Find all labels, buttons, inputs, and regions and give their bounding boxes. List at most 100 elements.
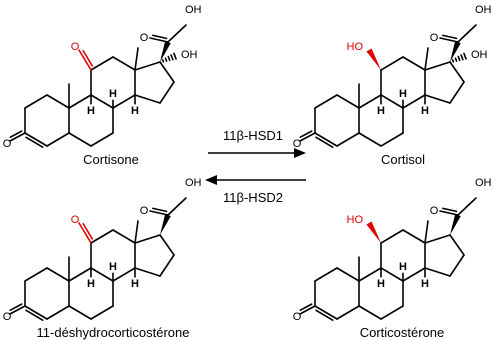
bond-B9-A10 <box>68 94 92 109</box>
bond-D16-D17 <box>449 61 465 83</box>
bond-C14-D15 <box>134 94 161 104</box>
atom-o17h: OH <box>181 49 198 61</box>
hydrogen-c9: H <box>377 278 385 290</box>
bond-c4-c5-double-second <box>25 309 44 321</box>
bond-D15-D16 <box>449 254 465 277</box>
bond-A4-A5 <box>46 132 70 147</box>
bond-c20-ketone <box>439 210 459 216</box>
atom-o20: O <box>140 32 149 44</box>
hydrogen-c8: H <box>109 88 117 100</box>
bond-D17-C13 <box>424 234 451 244</box>
bond-c20-ketone-second <box>442 207 458 213</box>
enzyme-label-reverse: 11β-HSD2 <box>223 190 283 205</box>
wedge-c11-oh <box>366 48 381 70</box>
bond-D15-D16 <box>159 81 175 104</box>
hash-c17-oh-3 <box>457 55 461 62</box>
hash-c17-oh-3 <box>167 55 171 62</box>
bond-D15-D16 <box>159 254 175 277</box>
bond-C11-C12 <box>380 56 404 71</box>
bond-c11-ketone-second <box>82 49 94 67</box>
bond-A4-A5 <box>336 132 360 147</box>
bond-c20-ketone <box>149 37 169 43</box>
bond-A5-B6 <box>68 305 92 320</box>
hydrogen-c9: H <box>87 278 95 290</box>
atom-o3: O <box>3 138 12 150</box>
bond-c4-c5-double-second <box>25 136 44 148</box>
bond-A10-A1 <box>336 94 360 109</box>
hash-c17-oh-5 <box>463 52 467 60</box>
bond-c3-ketone <box>9 132 26 142</box>
bond-C12-C13 <box>112 56 136 71</box>
bond-C20-C21 <box>167 24 187 43</box>
hash-c17-oh-1 <box>451 59 455 63</box>
bond-c11-ketone-second <box>82 222 94 240</box>
bond-D16-D17 <box>449 234 465 256</box>
bond-c3-ketone <box>299 132 316 142</box>
bond-B9-A10 <box>358 94 382 109</box>
hydrogen-c8: H <box>399 261 407 273</box>
bond-B8-B9 <box>380 94 404 109</box>
bond-C13-C18 <box>424 220 429 244</box>
hash-c17-oh-1 <box>161 59 165 63</box>
hydrogen-c8: H <box>399 88 407 100</box>
atom-o11h: HO <box>347 214 364 226</box>
bond-A1-A2 <box>24 267 48 282</box>
forward-reaction-arrow <box>208 148 306 158</box>
bond-A5-B6 <box>68 132 92 147</box>
bond-C12-C13 <box>402 56 426 71</box>
wedge-c17-c20 <box>160 213 171 235</box>
bond-B6-B7 <box>380 132 404 147</box>
bond-c3-ketone <box>9 305 26 315</box>
hydrogen-c14: H <box>131 105 139 117</box>
label-corticosterone: Corticostérone <box>360 325 445 340</box>
bond-A1-A2 <box>314 94 338 109</box>
bond-D17-C13 <box>134 61 161 71</box>
bond-B6-B7 <box>90 132 114 147</box>
bond-B6-B7 <box>380 305 404 320</box>
atom-o17h: OH <box>471 49 488 61</box>
bond-c4-c5-double <box>24 132 48 147</box>
atom-o21h: OH <box>185 4 202 16</box>
atom-o11: O <box>71 41 80 53</box>
bond-c4-c5-double-second <box>315 309 334 321</box>
bond-c20-ketone-second <box>152 207 168 213</box>
bond-C14-D15 <box>424 267 451 277</box>
bond-D17-C13 <box>134 234 161 244</box>
bond-A4-A5 <box>46 305 70 320</box>
hydrogen-c8: H <box>109 261 117 273</box>
bond-c4-c5-double <box>24 305 48 320</box>
bond-C14-B8 <box>112 94 136 109</box>
bond-A10-A1 <box>46 94 70 109</box>
label-11-deshydrocorticosterone: 11-déshydrocorticostérone <box>37 325 190 340</box>
bond-B8-B9 <box>90 94 114 109</box>
bond-c20-ketone <box>439 37 459 43</box>
bond-c20-ketone-second <box>152 34 168 40</box>
wedge-c17-c20 <box>450 213 461 235</box>
bond-A10-A1 <box>336 267 360 282</box>
bond-C14-B8 <box>112 267 136 282</box>
bond-c3-ketone-second <box>299 303 313 312</box>
bond-C20-C21 <box>457 197 477 216</box>
bond-C13-C18 <box>134 220 139 244</box>
bond-C11-C12 <box>90 56 114 71</box>
atom-o11h: HO <box>347 41 364 53</box>
atom-o20: O <box>140 205 149 217</box>
bond-C12-C13 <box>402 229 426 244</box>
bond-B9-A10 <box>68 267 92 282</box>
bond-c4-c5-double <box>314 305 338 320</box>
bond-D16-D17 <box>159 61 175 83</box>
bond-A1-A2 <box>314 267 338 282</box>
bond-c3-ketone-second <box>9 303 23 312</box>
bond-C14-D15 <box>134 267 161 277</box>
bond-D17-C13 <box>424 61 451 71</box>
label-cortisol: Cortisol <box>381 152 425 167</box>
bond-A10-A1 <box>46 267 70 282</box>
wedge-c11-oh <box>366 221 381 243</box>
atom-o21h: OH <box>475 4 492 16</box>
reverse-reaction-arrow <box>205 175 306 185</box>
bond-c20-ketone-second <box>442 34 458 40</box>
